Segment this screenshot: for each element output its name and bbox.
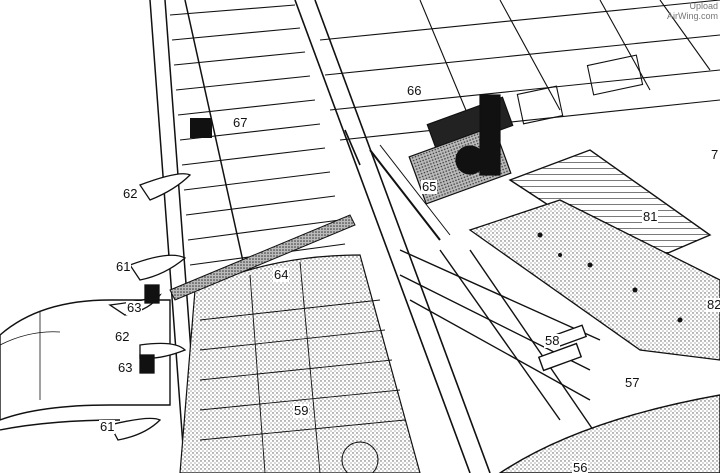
callout-62-upper: 62 <box>122 186 139 201</box>
gun-installation <box>369 94 514 241</box>
flap-strip <box>169 214 356 301</box>
callout-59: 59 <box>293 403 310 418</box>
tube-structure <box>399 249 601 441</box>
watermark-line2: AirWing.com <box>666 11 718 21</box>
upper-right-framework <box>319 0 720 141</box>
callout-57: 57 <box>624 375 641 390</box>
watermark-line1: Upload <box>689 1 718 11</box>
callout-67: 67 <box>232 115 249 130</box>
callout-7: 7 <box>710 147 720 162</box>
callout-61-lower: 61 <box>99 419 116 434</box>
callout-58: 58 <box>544 333 561 348</box>
callout-62-lower: 62 <box>114 329 131 344</box>
flap-hinges <box>108 173 192 441</box>
callout-64: 64 <box>273 267 290 282</box>
watermark: Upload AirWing.com <box>667 1 718 21</box>
component-67 <box>190 118 212 138</box>
callout-82: 82 <box>706 298 720 312</box>
callout-61-upper: 61 <box>115 259 132 274</box>
callout-63-lower: 63 <box>117 360 134 375</box>
callout-63-upper: 63 <box>126 300 143 315</box>
callout-65: 65 <box>421 179 438 194</box>
callout-81: 81 <box>642 209 659 224</box>
access-panel <box>468 199 720 361</box>
main-spar <box>294 0 491 473</box>
callout-56: 56 <box>572 460 589 473</box>
lower-right-skin <box>498 394 720 473</box>
lower-wing-panel <box>179 254 421 473</box>
callout-66: 66 <box>406 83 423 98</box>
